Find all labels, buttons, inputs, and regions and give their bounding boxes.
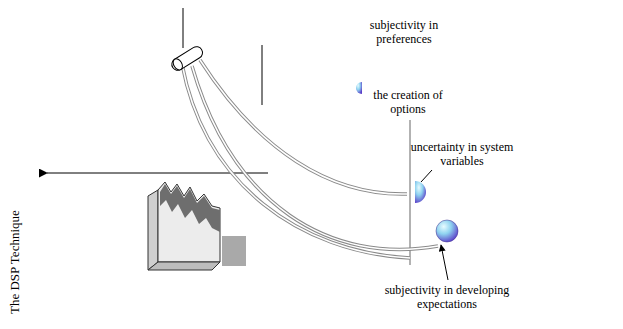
leader-line [441, 245, 448, 280]
option-ball [356, 82, 362, 94]
factor-label: uncertainty in system variables [409, 140, 515, 168]
rod-line [262, 45, 263, 105]
factor-label: the creation of options [360, 88, 456, 116]
wall [148, 182, 246, 270]
rod-line [183, 8, 184, 48]
expectation-ball [436, 220, 458, 242]
leader-line [421, 170, 432, 182]
side-title: The DSP Technique [8, 210, 22, 314]
direction-arrow [47, 173, 268, 174]
variable-ball [415, 181, 426, 203]
factor-label: subjectivity in preferences [356, 18, 452, 46]
factor-label: subjectivity in developing expectations [379, 283, 515, 311]
axis-line [409, 120, 411, 265]
tube [170, 44, 205, 72]
